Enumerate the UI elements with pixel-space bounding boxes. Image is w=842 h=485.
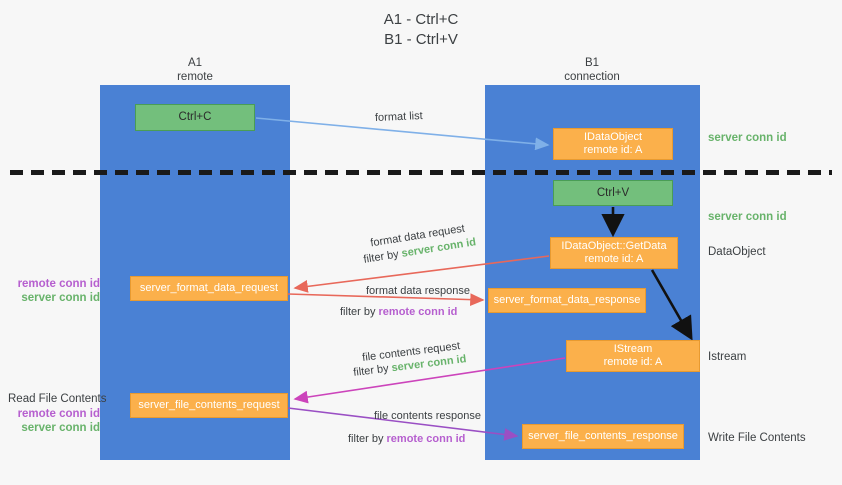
box-idataobject-getdata[interactable]: IDataObject::GetData remote id: A <box>550 237 678 269</box>
label-data-object: DataObject <box>708 246 766 258</box>
label-server-conn-id-top: server conn id <box>708 132 787 144</box>
box-server-file-contents-request[interactable]: server_file_contents_request <box>130 393 288 418</box>
box-file-request-label: server_file_contents_request <box>138 399 280 411</box>
box-idataobject-line2: remote id: A <box>583 144 643 156</box>
title-line-2: B1 - Ctrl+V <box>384 31 458 48</box>
box-fmt-response-label: server_format_data_response <box>493 294 641 306</box>
box-getdata-line1: IDataObject::GetData <box>561 240 667 252</box>
box-server-format-data-response[interactable]: server_format_data_response <box>488 288 646 313</box>
filter-by-text-4: filter by <box>348 433 384 445</box>
box-file-response-label: server_file_contents_response <box>528 430 678 442</box>
box-server-format-data-request[interactable]: server_format_data_request <box>130 276 288 301</box>
box-istream-line1: IStream <box>613 343 653 355</box>
box-ctrl-c[interactable]: Ctrl+C <box>135 104 255 131</box>
page-title: A1 - Ctrl+C B1 - Ctrl+V <box>0 10 842 50</box>
label-read-file-contents: Read File Contents <box>8 393 107 405</box>
label-server-conn-id-mid: server conn id <box>708 211 787 223</box>
box-getdata-line2: remote id: A <box>584 253 644 265</box>
lane-a1-name: A1 <box>187 57 203 69</box>
title-line-1: A1 - Ctrl+C <box>383 11 459 28</box>
lane-header-a1: A1 remote <box>100 56 290 84</box>
label-server-conn-id-1: server conn id <box>21 292 100 304</box>
filter-by-text-3: filter by <box>352 362 390 379</box>
label-istream: Istream <box>708 351 747 363</box>
filter-by-text-1: filter by <box>362 248 400 266</box>
arrow-label-format-list: format list <box>374 109 423 125</box>
label-remote-conn-id-2: remote conn id <box>17 408 100 420</box>
lane-a1-role: remote <box>177 71 213 83</box>
remote-conn-id-text-2: remote conn id <box>386 433 466 445</box>
label-remote-conn-id-1: remote conn id <box>17 278 100 290</box>
box-idataobject[interactable]: IDataObject remote id: A <box>553 128 673 160</box>
box-ctrl-v-line1: Ctrl+V <box>596 186 630 199</box>
box-istream[interactable]: IStream remote id: A <box>566 340 700 372</box>
label-write-file-contents: Write File Contents <box>708 432 806 444</box>
remote-conn-id-text-1: remote conn id <box>378 306 458 318</box>
phase-divider <box>10 170 832 175</box>
box-idataobject-line1: IDataObject <box>583 131 643 143</box>
lane-b1-name: B1 <box>584 57 600 69</box>
lane-header-b1: B1 connection <box>497 56 687 84</box>
box-ctrl-c-line1: Ctrl+C <box>178 111 212 123</box>
arrow-label-file-contents-response: file contents response <box>374 410 482 422</box>
box-server-file-contents-response[interactable]: server_file_contents_response <box>522 424 684 449</box>
arrow-label-format-data-response-filter: filter by remote conn id <box>340 305 457 320</box>
arrow-label-format-data-response: format data response <box>366 285 470 297</box>
filter-by-text-2: filter by <box>340 306 376 318</box>
box-fmt-request-label: server_format_data_request <box>139 282 279 294</box>
box-ctrl-v[interactable]: Ctrl+V <box>553 180 673 206</box>
arrow-label-file-contents-response-filter: filter by remote conn id <box>348 432 465 447</box>
box-istream-line2: remote id: A <box>603 356 663 368</box>
lane-b1-role: connection <box>564 71 620 83</box>
label-conn-ids-format: remote conn id server conn id <box>8 277 100 305</box>
label-conn-ids-file: remote conn id server conn id <box>8 407 100 435</box>
label-server-conn-id-2: server conn id <box>21 422 100 434</box>
